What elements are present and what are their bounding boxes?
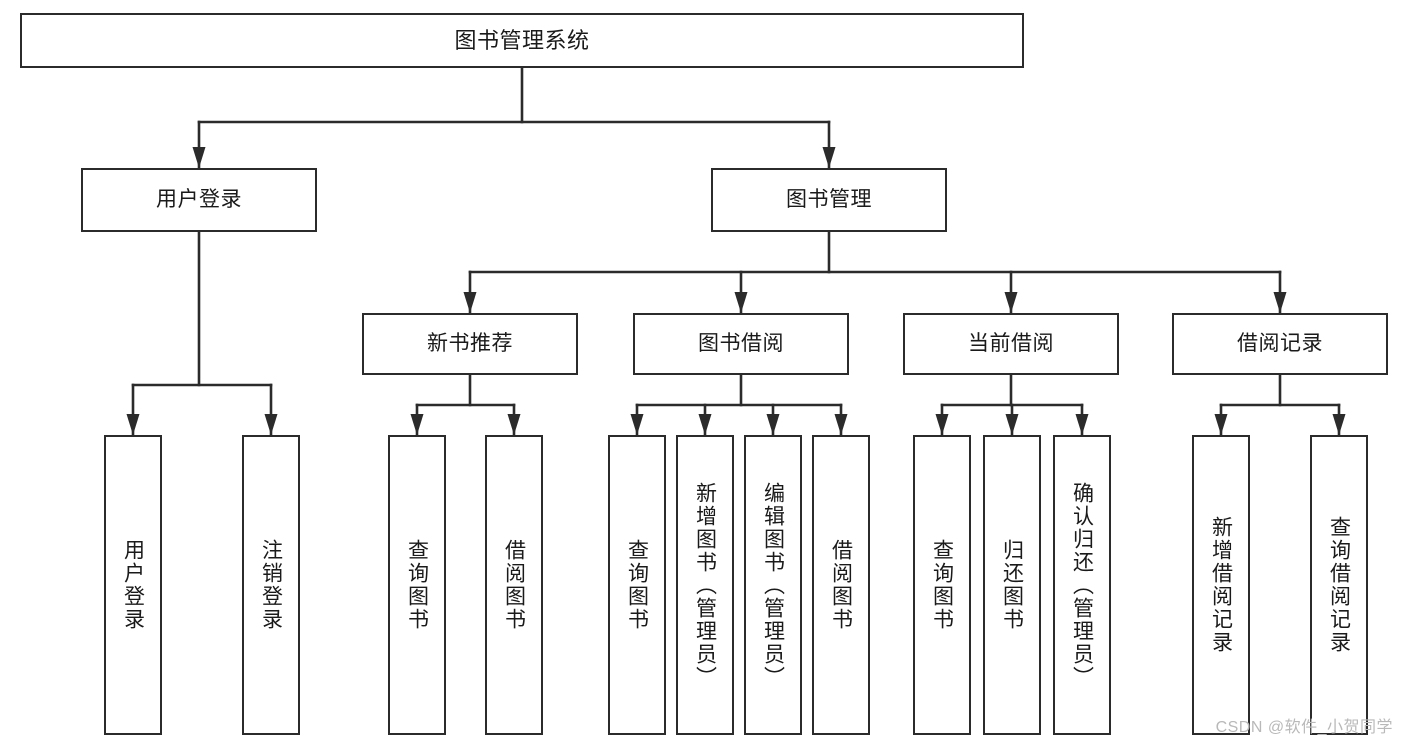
node-current-borrow[interactable]: 当前借阅 [903,313,1119,375]
node-book-management-label: 图书管理 [786,187,872,211]
node-new-book-recommend-label: 新书推荐 [427,331,513,355]
node-book-management[interactable]: 图书管理 [711,168,947,232]
node-leaf-query-borrow-record[interactable]: 查询借阅记录 [1310,435,1368,735]
node-leaf-add-borrow-record-label: 新增借阅记录 [1209,516,1233,654]
node-leaf-confirm-return-admin[interactable]: 确认归还（管理员） [1053,435,1111,735]
node-leaf-add-borrow-record[interactable]: 新增借阅记录 [1192,435,1250,735]
node-root-label: 图书管理系统 [454,27,590,53]
watermark: CSDN @软件_小贺同学 [1215,719,1393,736]
node-leaf-query-book-recommend-label: 查询图书 [405,539,429,631]
node-new-book-recommend[interactable]: 新书推荐 [362,313,578,375]
node-leaf-borrow-book-recommend-label: 借阅图书 [502,539,526,631]
node-leaf-user-login-label: 用户登录 [121,539,145,631]
node-leaf-query-borrow-record-label: 查询借阅记录 [1327,516,1351,654]
node-leaf-query-book-current-label: 查询图书 [930,539,954,631]
node-leaf-logout[interactable]: 注销登录 [242,435,300,735]
node-leaf-edit-book-admin[interactable]: 编辑图书（管理员） [744,435,802,735]
node-current-borrow-label: 当前借阅 [968,331,1054,355]
node-leaf-logout-label: 注销登录 [259,539,283,631]
node-borrow-records-label: 借阅记录 [1237,331,1323,355]
node-leaf-edit-book-admin-label: 编辑图书（管理员） [761,481,785,689]
node-leaf-query-book-borrow[interactable]: 查询图书 [608,435,666,735]
node-leaf-add-book-admin[interactable]: 新增图书（管理员） [676,435,734,735]
node-root[interactable]: 图书管理系统 [20,13,1024,68]
node-leaf-user-login[interactable]: 用户登录 [104,435,162,735]
node-book-borrow-label: 图书借阅 [698,331,784,355]
node-book-borrow[interactable]: 图书借阅 [633,313,849,375]
node-leaf-borrow-book-label: 借阅图书 [829,539,853,631]
node-leaf-query-book-recommend[interactable]: 查询图书 [388,435,446,735]
node-leaf-confirm-return-admin-label: 确认归还（管理员） [1070,481,1094,689]
node-user-login[interactable]: 用户登录 [81,168,317,232]
node-leaf-query-book-borrow-label: 查询图书 [625,539,649,631]
node-leaf-add-book-admin-label: 新增图书（管理员） [693,481,717,689]
node-leaf-return-book[interactable]: 归还图书 [983,435,1041,735]
node-leaf-borrow-book[interactable]: 借阅图书 [812,435,870,735]
node-leaf-borrow-book-recommend[interactable]: 借阅图书 [485,435,543,735]
node-leaf-query-book-current[interactable]: 查询图书 [913,435,971,735]
node-borrow-records[interactable]: 借阅记录 [1172,313,1388,375]
node-leaf-return-book-label: 归还图书 [1000,539,1024,631]
node-user-login-label: 用户登录 [156,187,242,211]
